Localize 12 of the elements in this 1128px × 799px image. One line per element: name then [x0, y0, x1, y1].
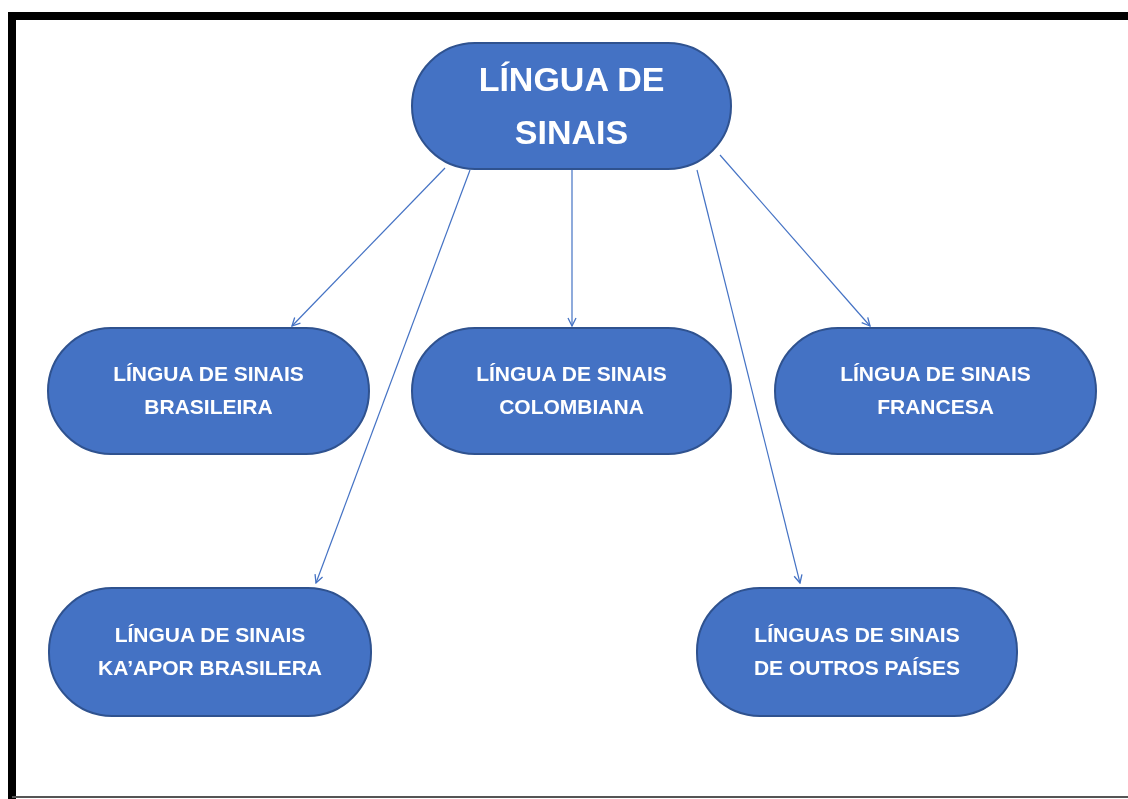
arrow [314, 169, 471, 584]
node-text: LÍNGUA DE SINAIS BRASILEIRA [112, 361, 305, 420]
node-text: LÍNGUA DE SINAIS [477, 59, 666, 153]
arrow [291, 167, 446, 327]
arrow [719, 154, 871, 327]
node-text: LÍNGUA DE SINAIS COLOMBIANA [475, 361, 668, 420]
node-text: LÍNGUA DE SINAIS FRANCESA [839, 361, 1032, 420]
arrow [696, 169, 803, 584]
arrow [567, 169, 577, 327]
rounded-box [47, 327, 370, 455]
node-text: LÍNGUAS DE SINAIS DE OUTROS PAÍSES [752, 622, 962, 681]
node-text: LÍNGUA DE SINAIS KA’APOR BRASILERA [97, 622, 323, 681]
